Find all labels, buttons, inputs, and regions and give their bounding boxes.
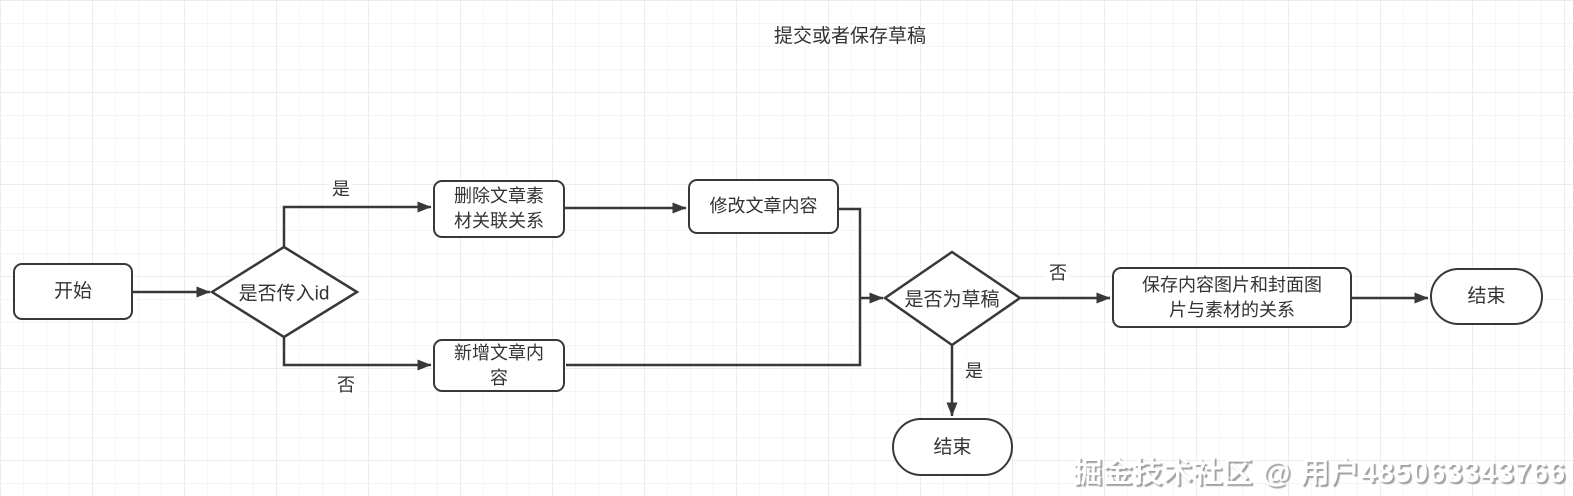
modify-article-content-node: 修改文章内容: [688, 179, 839, 234]
end-node-bottom: 结束: [892, 418, 1013, 476]
save-image-material-relation-label: 保存内容图片和封面图 片与素材的关系: [1142, 274, 1322, 320]
add-article-content-label: 新增文章内 容: [454, 342, 544, 388]
diagram-title: 提交或者保存草稿: [773, 26, 926, 47]
end-node-bottom-label: 结束: [933, 436, 972, 458]
branch-label-yes-down: 是: [962, 357, 986, 383]
delete-article-material-node: 删除文章素 材关联关系: [433, 180, 565, 238]
delete-article-material-label: 删除文章素 材关联关系: [454, 186, 544, 231]
decision-draft-label: 是否为草稿: [904, 289, 1000, 311]
save-image-material-relation-node: 保存内容图片和封面图 片与素材的关系: [1112, 267, 1352, 328]
decision-id-label: 是否传入id: [238, 283, 330, 305]
end-node-right: 结束: [1430, 268, 1543, 325]
start-node: 开始: [13, 263, 133, 320]
add-article-content-node: 新增文章内 容: [433, 339, 565, 392]
edge-decision-id-no-to-add: [282, 336, 432, 371]
decision-id-diamond: [209, 245, 360, 339]
end-node-right-label: 结束: [1467, 286, 1506, 307]
modify-article-content-label: 修改文章内容: [709, 196, 818, 216]
branch-label-no-right: 否: [1046, 259, 1070, 285]
branch-label-yes-top: 是: [329, 175, 353, 201]
edge-decision-id-yes-to-delete: [282, 201, 432, 248]
juejin-watermark: 掘金技术社区 @ 用户485063343766: [1073, 457, 1566, 489]
start-node-label: 开始: [53, 281, 92, 302]
decision-draft-diamond: [882, 250, 1023, 347]
branch-label-no-bottom: 否: [334, 371, 358, 397]
